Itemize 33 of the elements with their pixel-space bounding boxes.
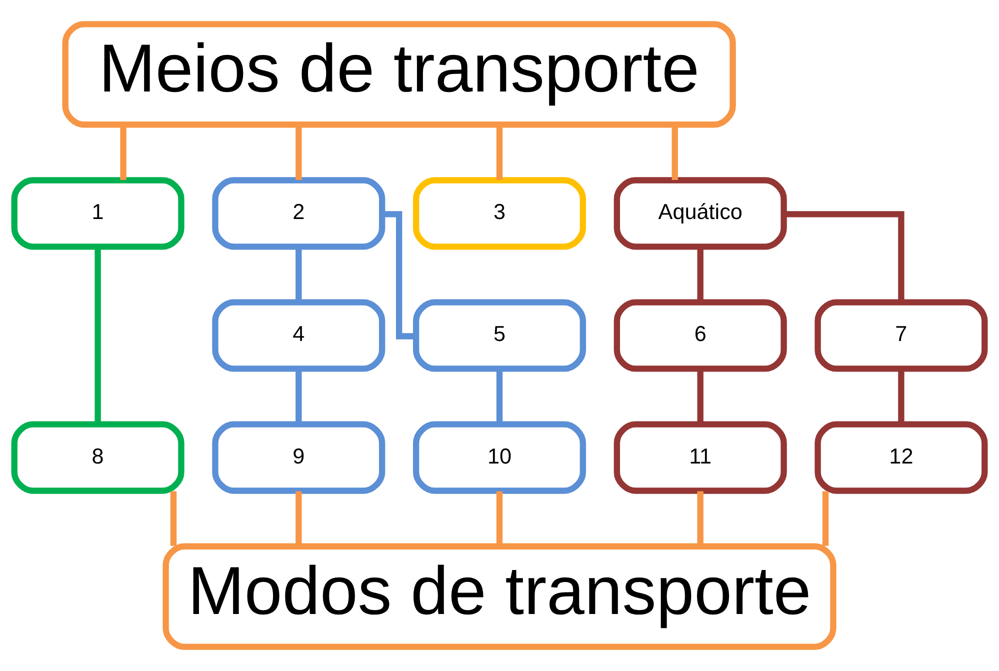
connector bbox=[170, 491, 177, 546]
node-box: 6 bbox=[614, 299, 787, 372]
node-box: 11 bbox=[614, 421, 787, 494]
node-box: 4 bbox=[212, 299, 386, 372]
node-box: Aquático bbox=[614, 177, 787, 250]
connector bbox=[382, 211, 416, 340]
connector bbox=[898, 368, 904, 424]
node-box: Modos de transporte bbox=[162, 543, 836, 650]
connector bbox=[496, 368, 503, 424]
connector bbox=[784, 211, 904, 302]
node-box: 7 bbox=[814, 299, 988, 372]
connector bbox=[296, 246, 302, 302]
node-box: 10 bbox=[412, 421, 586, 494]
node-box: 12 bbox=[814, 421, 988, 494]
connector bbox=[296, 368, 302, 424]
node-box: Meios de transporte bbox=[62, 21, 736, 128]
node-box: 8 bbox=[11, 421, 184, 494]
node-box: 5 bbox=[412, 299, 586, 372]
connector bbox=[496, 491, 503, 546]
connector bbox=[697, 491, 704, 546]
connector bbox=[296, 491, 302, 546]
connector bbox=[697, 246, 704, 302]
node-box: 9 bbox=[212, 421, 386, 494]
connector bbox=[697, 368, 704, 424]
node-box: 2 bbox=[212, 177, 386, 250]
connector bbox=[822, 491, 829, 546]
node-box: 1 bbox=[11, 177, 184, 250]
connector bbox=[94, 246, 101, 424]
connector bbox=[296, 125, 302, 180]
connector bbox=[120, 125, 126, 180]
connector bbox=[496, 125, 503, 180]
connector bbox=[672, 125, 678, 180]
node-box: 3 bbox=[412, 177, 586, 250]
